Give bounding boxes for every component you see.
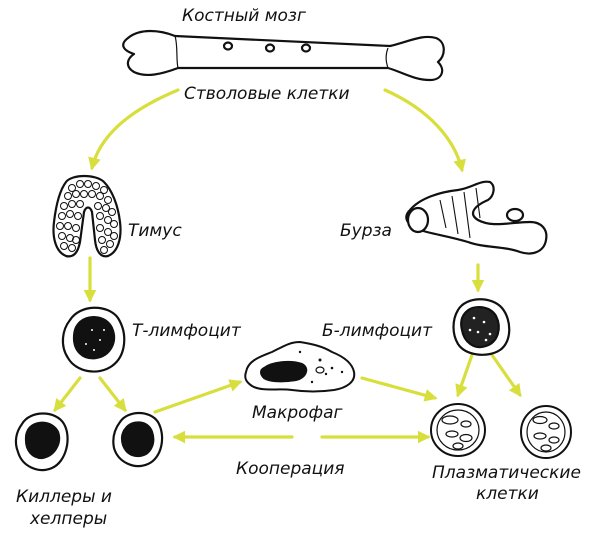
macrophage-cell-icon (244, 340, 356, 393)
label-killers: Киллеры и (16, 487, 112, 507)
label-plasma: Плазматические (432, 463, 581, 483)
bursa-icon (405, 180, 548, 255)
plasma-cell-icon (520, 405, 572, 459)
arrow-bcell-to-plasma-left (455, 353, 474, 398)
label-bursa: Бурза (340, 221, 392, 241)
arrow-tcell-to-killer (53, 376, 82, 413)
thymus-icon (52, 174, 122, 258)
plasma-cell-icon (430, 403, 486, 457)
label-stem-cells: Стволовые клетки (184, 84, 350, 104)
arrow-marrow-to-bursa (383, 88, 466, 173)
arrow-tcell-to-helper (98, 376, 127, 413)
label-plasma-cells: клетки (476, 484, 539, 504)
label-helpers: хелперы (29, 509, 107, 529)
arrow-bcell-to-plasma-right (490, 353, 522, 398)
arrow-marrow-to-thymus (88, 88, 180, 171)
arrow-macrophage-to-plasma (360, 376, 438, 402)
label-thymus: Тимус (128, 221, 182, 241)
label-b-lymphocyte: Б-лимфоцит (322, 321, 433, 341)
label-macrophage: Макрофаг (252, 403, 342, 423)
b-lymphocyte-cell-icon (452, 298, 511, 356)
arrow-helper-to-macrophage (153, 379, 243, 414)
label-cooperation: Кооперация (236, 459, 345, 479)
bone-icon (122, 29, 445, 82)
label-bone-marrow: Костный мозг (182, 6, 306, 26)
label-t-lymphocyte: Т-лимфоцит (132, 321, 242, 341)
killer-cell-icon (14, 412, 69, 472)
t-lymphocyte-cell-icon (61, 306, 126, 373)
arrows (53, 88, 522, 444)
helper-cell-icon (112, 411, 164, 468)
